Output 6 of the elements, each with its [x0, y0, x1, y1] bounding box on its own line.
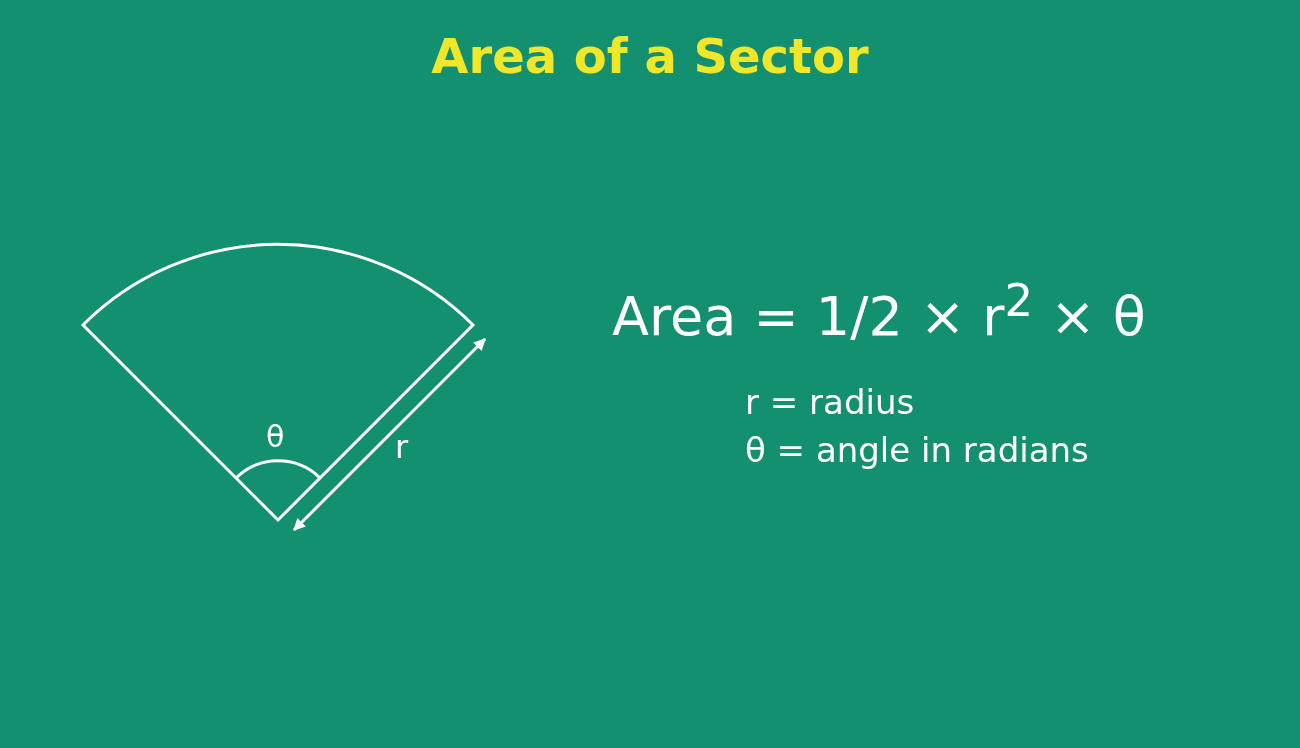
- area-formula: Area = 1/2 × r$^{2}$ × θ: [612, 278, 1146, 344]
- angle-label: θ: [266, 422, 285, 452]
- radius-label: r: [395, 431, 409, 463]
- variable-definition: θ = angle in radians: [745, 433, 1089, 467]
- variable-definition: r = radius: [745, 385, 915, 419]
- title: Area of a Sector: [431, 30, 869, 83]
